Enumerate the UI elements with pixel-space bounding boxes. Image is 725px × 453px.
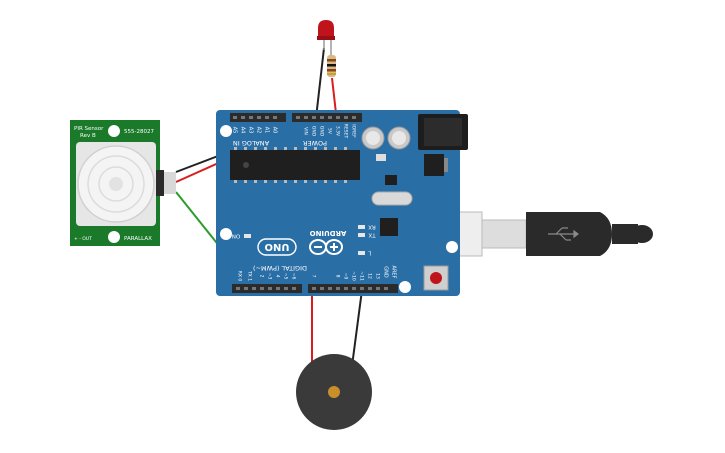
power-label: POWER — [302, 139, 327, 147]
arduino-board[interactable]: UNO ARDUINO POWER ANALOG IN DIGITAL (PWM… — [216, 110, 468, 296]
pin-label: 3.3V — [335, 126, 341, 137]
power-pin-labels: IOREF RESET 3.3V 5V GND GND VIN — [303, 124, 357, 139]
piezo-buzzer[interactable] — [296, 354, 372, 430]
resistor-band — [327, 59, 336, 62]
pin-label: 8 — [335, 275, 341, 278]
pin-label: IOREF — [351, 124, 357, 138]
pir-header — [156, 170, 164, 196]
pir-dome-ring — [87, 155, 145, 213]
rx-label: RX — [368, 224, 376, 230]
pin-label: 5V — [327, 128, 333, 135]
pir-brand: PARALLAX — [124, 236, 152, 242]
pir-part-number: 555-28027 — [124, 129, 154, 135]
led-body — [318, 20, 334, 38]
pin-label: A0 — [272, 127, 278, 134]
analog-pin-labels: A0 A1 A2 A3 A4 A5 — [232, 127, 278, 134]
pin-label: RESET — [343, 124, 349, 139]
aref-label: AREF — [391, 266, 397, 279]
wire-led-cathode-black[interactable] — [315, 47, 325, 119]
usb-metal-shell — [481, 219, 527, 249]
resistor-band — [327, 69, 336, 72]
pir-sensor[interactable]: PIR Sensor Rev B 555-28027 PARALLAX + - … — [70, 120, 176, 246]
power-jack-inner — [424, 118, 462, 146]
l-led — [358, 251, 365, 255]
pin-label: TX 1 — [247, 270, 253, 281]
capacitor — [392, 131, 406, 145]
smd-component — [385, 175, 397, 185]
arduino-logo-right-icon — [325, 239, 343, 255]
resistor-band — [327, 73, 336, 75]
pin-label: A2 — [256, 127, 262, 134]
pin-label: A4 — [240, 127, 246, 134]
pir-pins-label: + - OUT — [74, 236, 92, 242]
pin-label: ~10 — [351, 271, 357, 281]
led[interactable] — [317, 20, 335, 50]
smd-component — [376, 154, 386, 161]
tx-led — [358, 233, 365, 237]
arduino-brand-label: ARDUINO — [310, 229, 347, 237]
mounting-hole — [108, 231, 120, 243]
mounting-hole — [108, 125, 120, 137]
digital-pwm-label: DIGITAL (PWM~) — [253, 264, 307, 272]
pin-label: 12 — [367, 273, 373, 279]
pin-label: ~9 — [343, 273, 349, 280]
pin-label: A5 — [232, 127, 238, 134]
pin-label: ~6 — [291, 273, 297, 280]
gnd-label: GND — [383, 266, 389, 278]
pin-label: ~5 — [283, 273, 289, 280]
voltage-regulator — [424, 154, 444, 176]
pin-label: A1 — [264, 127, 270, 134]
on-led — [244, 234, 251, 238]
mounting-hole — [220, 228, 232, 240]
pin-label: A3 — [248, 127, 254, 134]
pin-label: GND — [311, 126, 317, 137]
mounting-hole — [220, 125, 232, 137]
usb-cable-end — [631, 225, 653, 243]
digital-pin-labels: 13 12 ~11 ~10 ~9 8 7 ~6 ~5 4 ~3 2 TX 1 R… — [237, 270, 381, 281]
pin-label: 2 — [259, 275, 265, 278]
reset-button-cap[interactable] — [430, 272, 442, 284]
pin-label: GND — [319, 126, 325, 137]
power-header — [292, 113, 362, 122]
microcontroller-chip — [230, 150, 360, 180]
capacitor — [366, 131, 380, 145]
arduino-logo — [309, 239, 343, 255]
pir-header-pins — [164, 172, 176, 194]
chip-notch — [243, 162, 249, 168]
uno-label: UNO — [265, 241, 290, 252]
l-label: L — [368, 250, 372, 256]
resistor-band — [327, 64, 336, 67]
pin-label: VIN — [303, 127, 309, 135]
pin-label: 4 — [275, 275, 281, 278]
digital-header-left — [232, 284, 302, 293]
usb-controller-chip — [380, 218, 398, 236]
pir-title: PIR Sensor — [74, 126, 104, 132]
pir-dome-ring — [98, 166, 134, 202]
pir-dome-center — [109, 177, 123, 191]
resistor[interactable] — [327, 50, 336, 77]
reset-button[interactable] — [423, 265, 449, 291]
mounting-hole — [399, 281, 411, 293]
rx-led — [358, 225, 365, 229]
voltage-regulator-tab — [444, 158, 448, 172]
usb-icon — [548, 227, 579, 241]
analog-in-label: ANALOG IN — [233, 139, 269, 147]
pin-label: RX 0 — [237, 271, 243, 282]
mounting-hole — [446, 241, 458, 253]
on-label: ON — [232, 233, 240, 239]
pin-label: 7 — [311, 275, 317, 278]
pin-label: ~3 — [267, 273, 273, 280]
buzzer-center-icon — [328, 386, 340, 398]
wire-buzzer-black[interactable] — [351, 289, 363, 367]
tx-label: TX — [368, 232, 376, 238]
pin-label: 13 — [375, 273, 381, 279]
pir-rev: Rev B — [80, 133, 96, 139]
pin-label: ~11 — [359, 271, 365, 281]
usb-strain-relief — [612, 224, 638, 244]
crystal-oscillator — [371, 191, 413, 206]
uno-badge — [257, 238, 297, 256]
led-rim — [317, 36, 335, 40]
